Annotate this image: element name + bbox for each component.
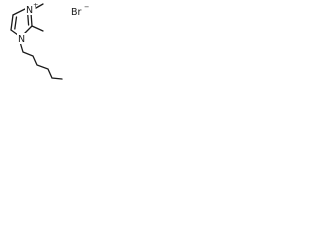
chemical-structure: N + N Br − [10,1,89,80]
negative-charge: − [84,3,89,11]
positive-charge: + [33,1,38,9]
ring-bond-n3-c2 [30,12,33,27]
nitrogen-atom-n3: N [26,5,33,16]
ring-bond-c2-n1 [23,25,33,35]
hexyl-chain [19,41,63,80]
imidazolium-ring [10,8,33,36]
ring-bond-n3-c2-double [27,14,30,26]
methyl-bond-c2 [31,25,44,32]
ring-bond-c4-c5 [10,14,14,31]
bromide-counterion: Br − [71,3,89,18]
bromide-label: Br [71,7,82,18]
ring-bond-n1-c4 [10,29,19,36]
ring-bond-c4-c5-double [14,16,18,30]
nitrogen-atom-n1: N [18,34,25,45]
methyl-bond-n3 [35,3,44,9]
ring-bond-c5-n3 [12,8,26,16]
